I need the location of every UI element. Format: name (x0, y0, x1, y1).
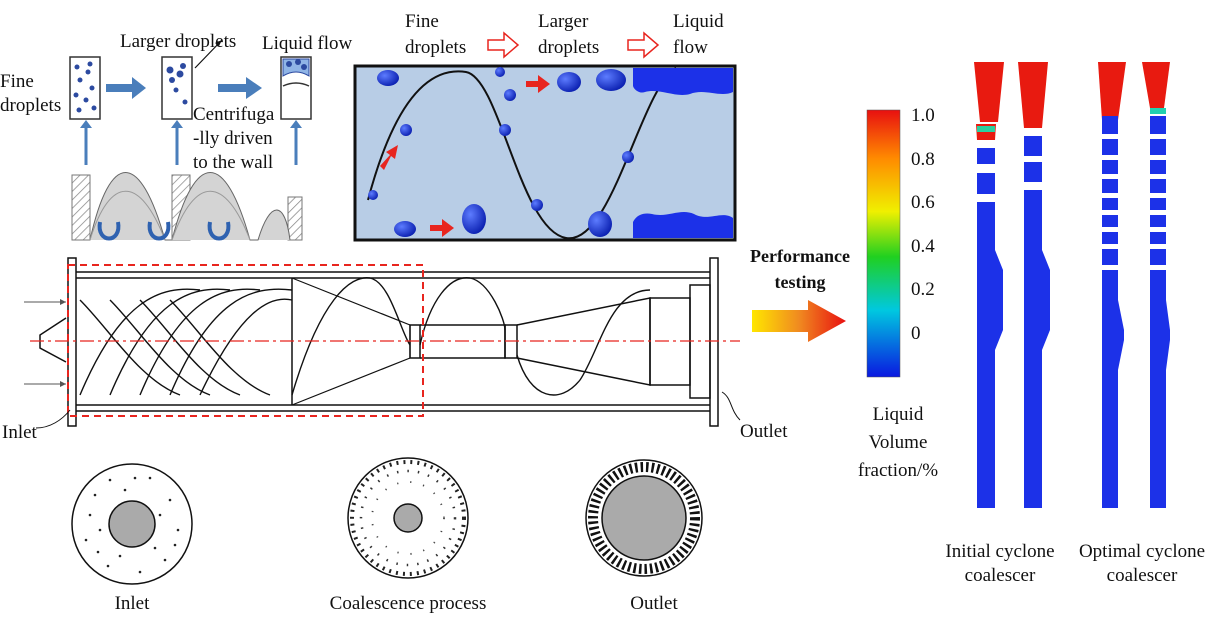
flow-larger-line1: Larger (538, 11, 589, 32)
cross-section-outlet (585, 459, 703, 577)
flow-fine-line2: droplets (405, 37, 467, 58)
initial-cyclone-label-2: coalescer (964, 565, 1036, 586)
colorbar-tick-3: 0.6 (911, 192, 935, 213)
flow-liquid-line2: flow (673, 37, 708, 58)
mech-centrifugal-line1: Centrifuga (193, 104, 275, 125)
mech-fine-line2: droplets (0, 95, 62, 116)
initial-cyclone-label-1: Initial cyclone (945, 541, 1055, 562)
flow-fine-line1: Fine (405, 11, 439, 32)
colorbar-tick-1: 1.0 (911, 105, 935, 126)
colorbar-title-line1: Liquid (872, 404, 924, 425)
coalescence-box (67, 264, 424, 417)
mechanism-schematic (69, 39, 312, 241)
mech-liquid-flow: Liquid flow (262, 33, 353, 54)
flow-larger-line2: droplets (538, 37, 600, 58)
block-arrow-1 (106, 77, 146, 99)
section-inlet-label: Inlet (114, 593, 150, 614)
optimal-cyclone-field (1098, 62, 1170, 508)
colorbar-title-line2: Volume (868, 432, 928, 453)
cyclone-device (24, 257, 741, 429)
initial-cyclone-field (974, 62, 1050, 508)
performance-line1: Performance (750, 246, 850, 266)
performance-arrow (752, 300, 846, 342)
device-inlet-label: Inlet (2, 422, 37, 443)
mech-centrifugal-line2: -lly driven (193, 128, 273, 149)
block-arrow-2 (218, 77, 262, 99)
colorbar-tick-6: 0 (911, 323, 921, 344)
flow-liquid-line1: Liquid (673, 11, 724, 32)
optimal-cyclone-label-2: coalescer (1106, 565, 1178, 586)
optimal-cyclone-label-1: Optimal cyclone (1078, 541, 1206, 562)
cross-section-inlet (71, 463, 193, 585)
colorbar-tick-5: 0.2 (911, 279, 935, 300)
colorbar-tick-2: 0.8 (911, 149, 935, 170)
section-coalescence-label: Coalescence process (329, 593, 487, 614)
performance-line2: testing (774, 272, 826, 292)
cross-section-coalescence (347, 457, 469, 579)
mech-centrifugal-line3: to the wall (193, 152, 274, 173)
droplets (368, 67, 634, 237)
device-outlet-label: Outlet (740, 421, 788, 442)
section-outlet-label: Outlet (630, 593, 678, 614)
colorbar (866, 109, 901, 378)
mech-fine-line1: Fine (0, 71, 34, 92)
colorbar-title-line3: fraction/% (857, 460, 939, 481)
mech-larger-droplets: Larger droplets (120, 31, 237, 52)
colorbar-tick-4: 0.4 (911, 236, 935, 257)
flow-panel (353, 31, 737, 242)
